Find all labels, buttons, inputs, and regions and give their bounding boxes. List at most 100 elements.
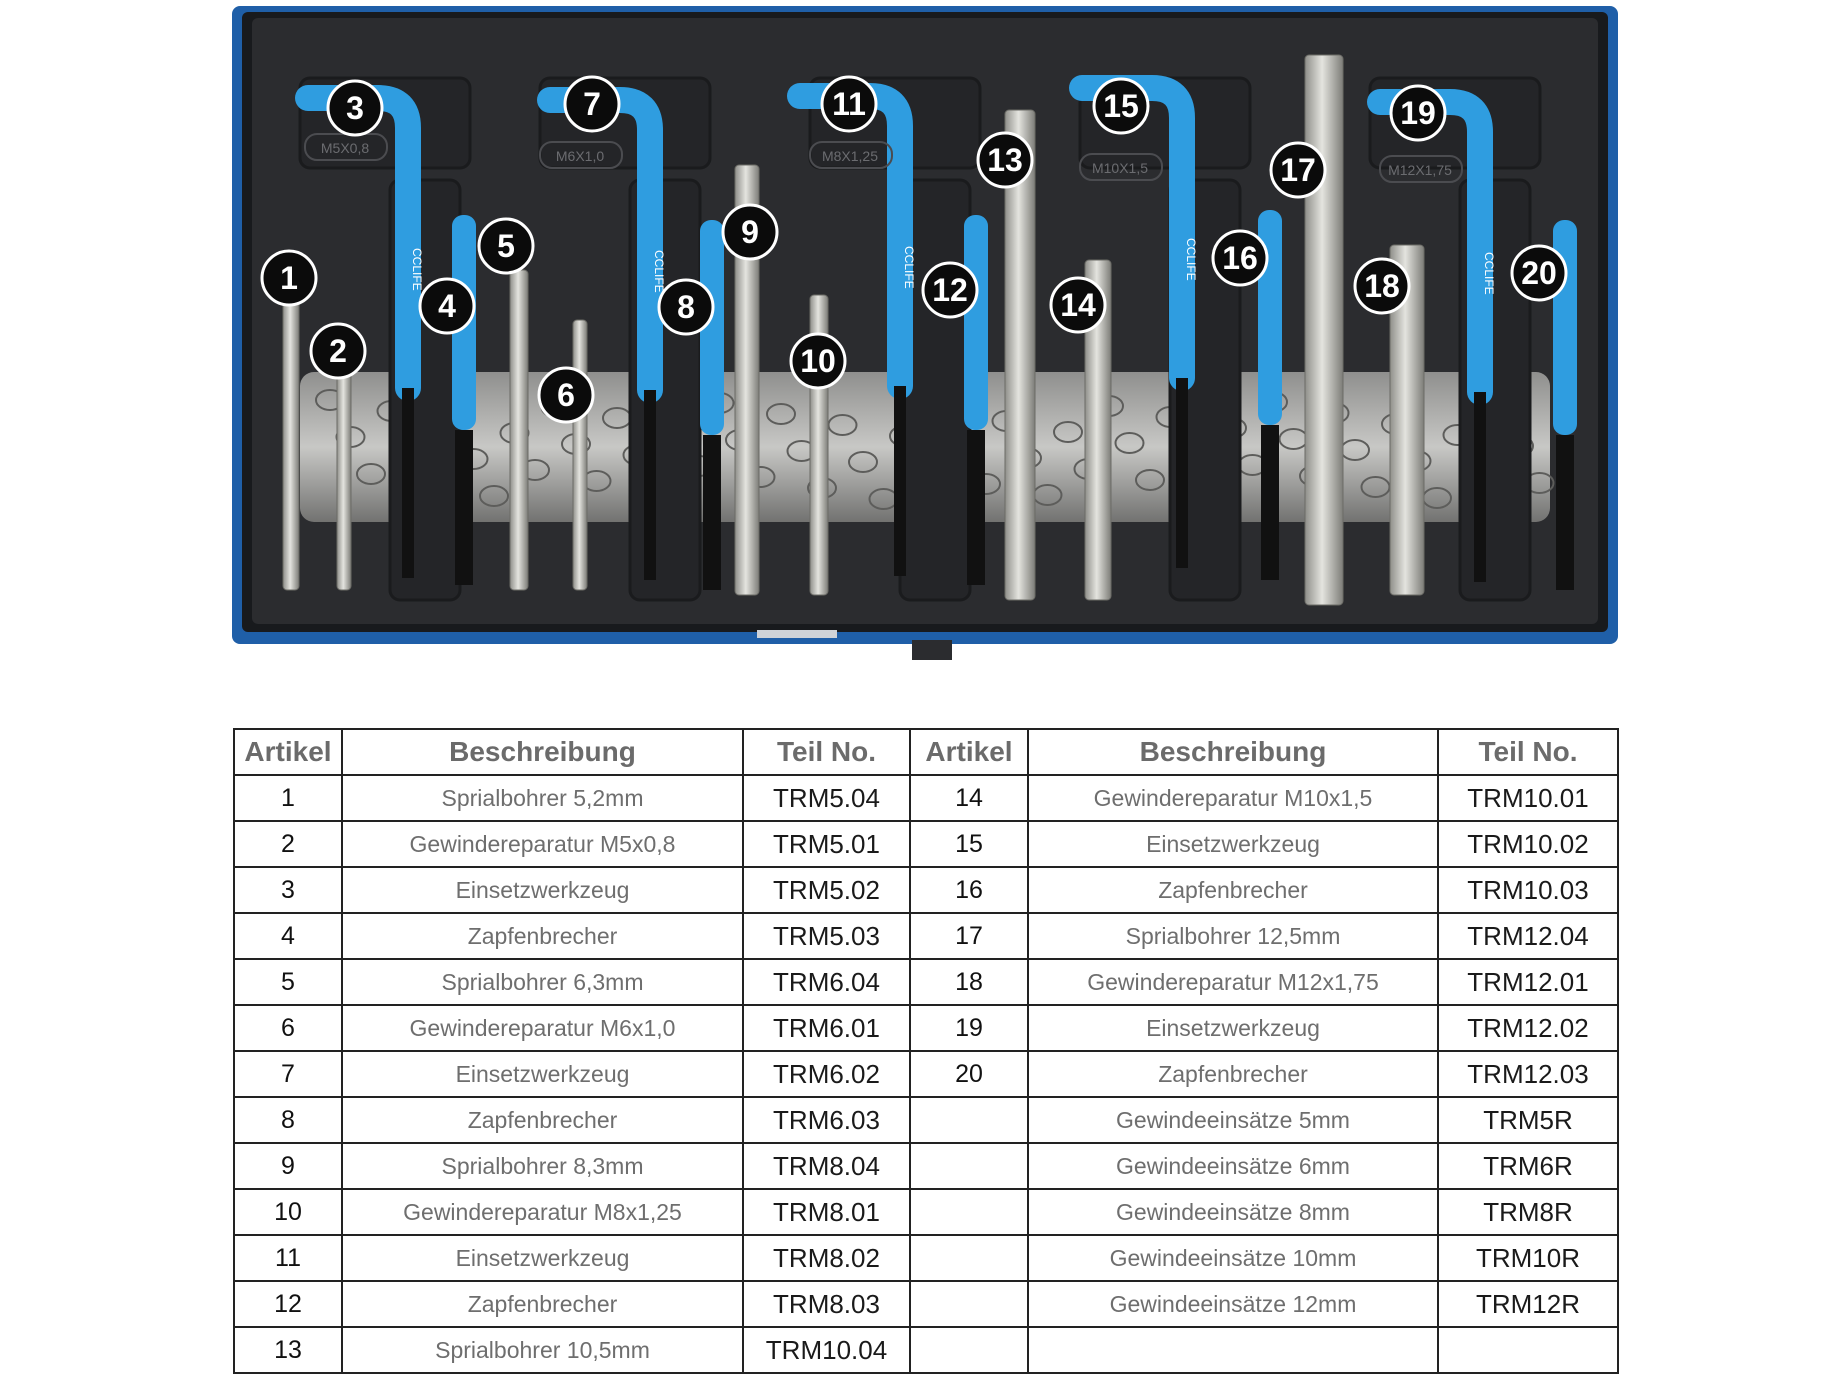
svg-text:18: 18 <box>1364 268 1400 304</box>
artikel-cell: 13 <box>233 1326 343 1374</box>
size-label: M12X1,75 <box>1388 162 1452 178</box>
artikel-cell: 2 <box>233 820 343 868</box>
callout-10: 10 <box>789 332 847 390</box>
artikel-cell: 10 <box>233 1188 343 1236</box>
callout-4: 4 <box>418 277 476 335</box>
part-number-cell: TRM8.02 <box>742 1234 911 1282</box>
part-number-cell: TRM10R <box>1437 1234 1619 1282</box>
header-teil-no-left: Teil No. <box>742 728 911 776</box>
description-cell: Gewindereparatur M6x1,0 <box>341 1004 744 1052</box>
thread-tap-14 <box>1084 259 1112 601</box>
thread-tap-6 <box>572 319 588 591</box>
artikel-cell: 14 <box>909 774 1029 822</box>
part-number-cell: TRM12R <box>1437 1280 1619 1328</box>
tang-break-tool-12 <box>964 215 988 585</box>
part-number-cell: TRM8.04 <box>742 1142 911 1190</box>
callout-5: 5 <box>477 217 535 275</box>
description-cell: Gewindereparatur M5x0,8 <box>341 820 744 868</box>
drill-bit-17 <box>1304 54 1344 606</box>
svg-text:11: 11 <box>832 86 866 122</box>
header-artikel-left: Artikel <box>233 728 343 776</box>
callout-18: 18 <box>1353 257 1411 315</box>
callout-6: 6 <box>537 366 595 424</box>
callout-17: 17 <box>1269 141 1327 199</box>
size-label: M10X1,5 <box>1092 160 1148 176</box>
svg-text:7: 7 <box>583 86 601 122</box>
svg-text:6: 6 <box>557 377 575 413</box>
svg-text:14: 14 <box>1060 287 1096 323</box>
part-number-cell: TRM12.01 <box>1437 958 1619 1006</box>
artikel-cell: 19 <box>909 1004 1029 1052</box>
description-cell: Sprialbohrer 6,3mm <box>341 958 744 1006</box>
svg-text:5: 5 <box>497 228 515 264</box>
callout-16: 16 <box>1211 229 1269 287</box>
callout-15: 15 <box>1092 77 1150 135</box>
svg-text:CCLIFE: CCLIFE <box>652 250 666 293</box>
header-beschreibung-right: Beschreibung <box>1027 728 1439 776</box>
thread-tap-18 <box>1389 244 1425 596</box>
part-number-cell: TRM6.02 <box>742 1050 911 1098</box>
artikel-cell: 16 <box>909 866 1029 914</box>
artikel-cell: 8 <box>233 1096 343 1144</box>
description-cell: Gewindeeinsätze 6mm <box>1027 1142 1439 1190</box>
part-number-cell: TRM8.01 <box>742 1188 911 1236</box>
part-number-cell <box>1437 1326 1619 1374</box>
artikel-cell: 17 <box>909 912 1029 960</box>
description-cell: Einsetzwerkzeug <box>1027 820 1439 868</box>
svg-text:8: 8 <box>677 289 695 325</box>
description-cell: Einsetzwerkzeug <box>1027 1004 1439 1052</box>
description-cell: Zapfenbrecher <box>1027 866 1439 914</box>
artikel-cell: 1 <box>233 774 343 822</box>
artikel-cell: 11 <box>233 1234 343 1282</box>
artikel-cell: 5 <box>233 958 343 1006</box>
callout-14: 14 <box>1049 276 1107 334</box>
part-number-cell: TRM12.02 <box>1437 1004 1619 1052</box>
part-number-cell: TRM5.01 <box>742 820 911 868</box>
description-cell: Gewindereparatur M8x1,25 <box>341 1188 744 1236</box>
description-cell: Sprialbohrer 8,3mm <box>341 1142 744 1190</box>
callout-2: 2 <box>309 322 367 380</box>
description-cell: Gewindeeinsätze 10mm <box>1027 1234 1439 1282</box>
svg-text:13: 13 <box>987 142 1023 178</box>
artikel-cell: 4 <box>233 912 343 960</box>
description-cell: Gewindereparatur M10x1,5 <box>1027 774 1439 822</box>
insertion-tool-15: CCLIFE <box>1069 75 1198 568</box>
svg-text:CCLIFE: CCLIFE <box>410 248 424 291</box>
part-number-cell: TRM10.04 <box>742 1326 911 1374</box>
svg-text:CCLIFE: CCLIFE <box>1482 252 1496 295</box>
description-cell: Einsetzwerkzeug <box>341 1234 744 1282</box>
artikel-cell: 6 <box>233 1004 343 1052</box>
artikel-cell <box>909 1280 1029 1328</box>
part-number-cell: TRM10.03 <box>1437 866 1619 914</box>
svg-text:17: 17 <box>1280 152 1316 188</box>
artikel-cell <box>909 1142 1029 1190</box>
svg-text:15: 15 <box>1103 88 1139 124</box>
svg-text:CCLIFE: CCLIFE <box>902 246 916 289</box>
callout-11: 11 <box>820 75 878 133</box>
part-number-cell: TRM6.04 <box>742 958 911 1006</box>
svg-text:10: 10 <box>800 343 836 379</box>
artikel-cell: 7 <box>233 1050 343 1098</box>
insertion-tool-19: CCLIFE <box>1367 89 1496 582</box>
artikel-cell: 15 <box>909 820 1029 868</box>
callout-7: 7 <box>563 75 621 133</box>
description-cell: Zapfenbrecher <box>341 1096 744 1144</box>
size-label: M5X0,8 <box>321 140 369 156</box>
header-artikel-right: Artikel <box>909 728 1029 776</box>
svg-text:CCLIFE: CCLIFE <box>1184 238 1198 281</box>
description-cell: Zapfenbrecher <box>341 912 744 960</box>
header-beschreibung-left: Beschreibung <box>341 728 744 776</box>
svg-text:9: 9 <box>741 214 759 250</box>
artikel-cell: 20 <box>909 1050 1029 1098</box>
description-cell: Zapfenbrecher <box>341 1280 744 1328</box>
part-number-cell: TRM8.03 <box>742 1280 911 1328</box>
